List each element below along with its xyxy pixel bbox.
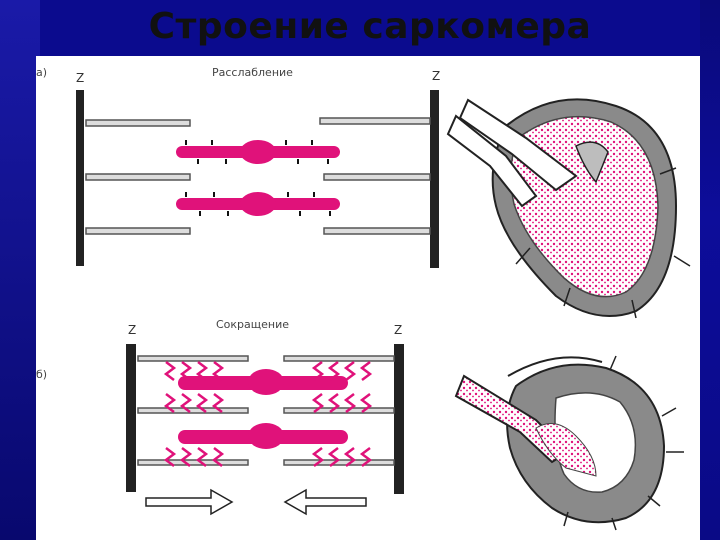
panel-a-actin-filaments [85,117,431,235]
panel-b-direction-arrows [145,488,367,516]
panel-b-z-left-label: Z [128,323,136,337]
panel-a-z-disc-right [430,90,439,268]
panel-b-marker: б) [36,368,47,381]
panel-a-z-disc-left [76,90,84,266]
title-band: Строение саркомера [40,0,700,56]
panel-a-z-right-label: Z [432,69,440,83]
panel-a-heart-illustration [446,98,678,317]
panel-b-state-label: Сокращение [216,318,289,331]
sarcomere-figure: а) Расслабление Z Z [36,66,691,531]
slide-title: Строение саркомера [148,6,592,47]
panel-b-cross-bridges [163,361,373,467]
panel-b-heart-arrows [563,355,684,531]
panel-b-z-disc-right [394,344,404,494]
panel-a-myosin-filaments [176,140,340,216]
panel-b-z-disc-left [126,344,136,492]
panel-a-state-label: Расслабление [212,66,293,79]
panel-a-z-left-label: Z [76,71,84,85]
panel-b-actin-filaments [137,355,395,466]
panel-a-myosin-heads [185,140,331,216]
left-accent-stripe [0,0,40,540]
panel-a-marker: а) [36,66,47,79]
panel-a-heart-arrows [515,167,691,319]
panel-b-heart-illustration [454,356,666,524]
panel-b-z-right-label: Z [394,323,402,337]
figure-panel: а) Расслабление Z Z [36,56,700,540]
